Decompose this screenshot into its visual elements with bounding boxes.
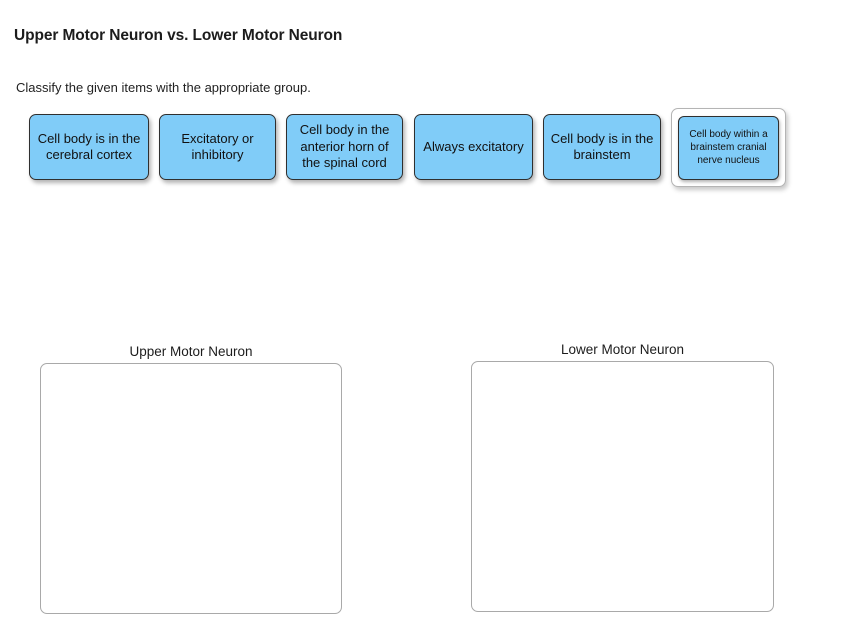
draggable-tile-2[interactable]: Excitatory or inhibitory	[159, 114, 276, 180]
tile-label: Cell body in the anterior horn of the sp…	[299, 122, 390, 171]
draggable-tile-4[interactable]: Always excitatory	[414, 114, 533, 180]
dropzone-label-upper-motor-neuron: Upper Motor Neuron	[129, 344, 253, 359]
tile-label: Always excitatory	[423, 138, 524, 154]
dropzone-box-upper-motor-neuron[interactable]	[40, 363, 342, 614]
instruction-text: Classify the given items with the approp…	[16, 80, 311, 95]
page-title: Upper Motor Neuron vs. Lower Motor Neuro…	[14, 27, 343, 44]
tile-tray: Cell body is in the cerebral cortex Exci…	[0, 107, 844, 195]
draggable-tile-6-selected[interactable]: Cell body within a brainstem cranial ner…	[671, 108, 786, 187]
draggable-tile-5[interactable]: Cell body is in the brainstem	[543, 114, 661, 180]
dropzone-label-lower-motor-neuron: Lower Motor Neuron	[560, 342, 685, 357]
tile-label: Excitatory or inhibitory	[181, 130, 254, 163]
tile-label: Cell body within a brainstem cranial ner…	[689, 129, 768, 166]
tile-label: Cell body is in the cerebral cortex	[37, 130, 141, 163]
draggable-tile-1[interactable]: Cell body is in the cerebral cortex	[29, 114, 149, 180]
draggable-tile-3[interactable]: Cell body in the anterior horn of the sp…	[286, 114, 403, 180]
dropzone-box-lower-motor-neuron[interactable]	[471, 361, 774, 612]
tile-label: Cell body is in the brainstem	[550, 130, 654, 163]
tile-chip[interactable]: Cell body within a brainstem cranial ner…	[678, 115, 779, 180]
